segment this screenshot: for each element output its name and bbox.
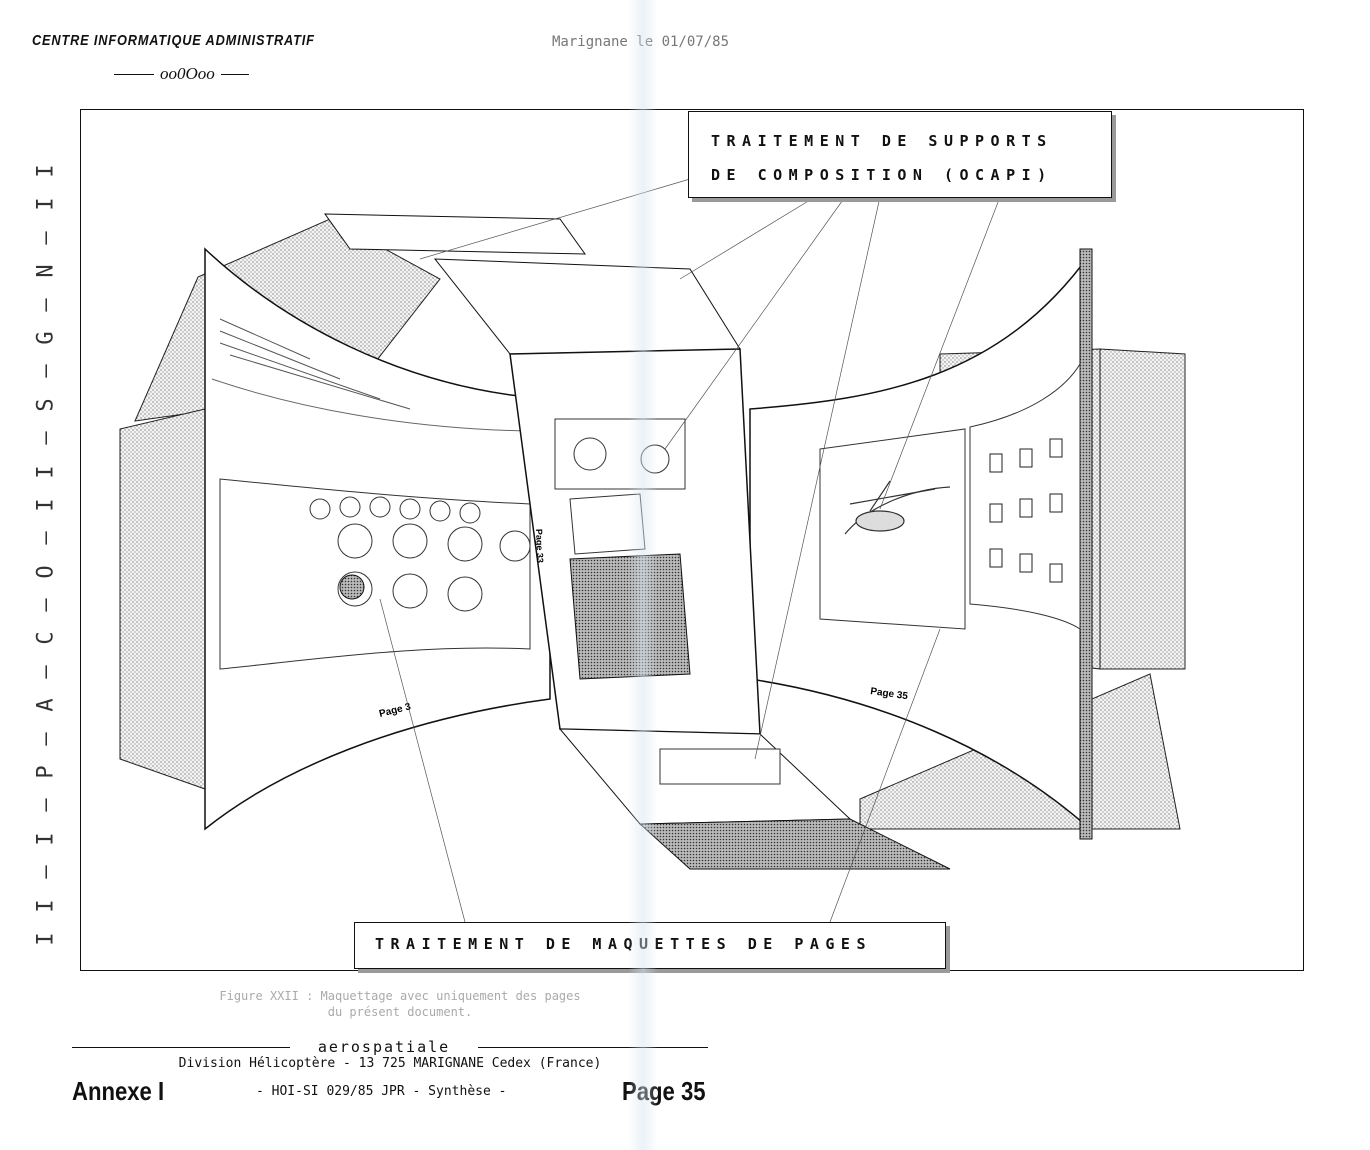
side-letter: –: [34, 431, 59, 445]
prism-upper-slant-face: [433, 258, 741, 355]
side-letter: I: [34, 498, 59, 512]
header-ornament: oo0Ooo: [114, 64, 249, 84]
side-letter: I: [34, 164, 59, 178]
side-letter: C: [34, 631, 59, 646]
footer-brand: aerospatiale: [317, 1038, 451, 1056]
document-reference: - HOI-SI 029/85 JPR - Synthèse -: [256, 1084, 507, 1099]
footer-rule-right: [478, 1047, 708, 1048]
figure-frame: [80, 109, 1304, 971]
prism-top-face: [324, 213, 586, 255]
prism-front-dark-image: [569, 553, 691, 680]
helicopter-drawing: [844, 480, 951, 535]
left-page-text-lines: [219, 318, 411, 410]
caption-line2: du présent document.: [327, 1005, 473, 1019]
right-page-edge: [1079, 248, 1093, 840]
ocapi-label-line2: DE COMPOSITION (OCAPI): [711, 166, 1053, 184]
side-letter: –: [34, 865, 59, 879]
side-letter: –: [34, 531, 59, 545]
side-letter: I: [34, 464, 59, 479]
side-letter: –: [34, 297, 59, 312]
side-letter: S: [34, 398, 59, 412]
side-letter: –: [34, 598, 59, 612]
side-letter: G: [34, 331, 59, 345]
flowchart-boxes: [989, 438, 1063, 583]
pages-label-text: TRAITEMENT DE MAQUETTES DE PAGES: [375, 935, 872, 953]
side-letter: I: [34, 832, 59, 846]
cockpit-gauges: [309, 496, 531, 612]
ornament-text: oo0Ooo: [160, 64, 215, 83]
prism-bottom-face: [638, 818, 951, 870]
side-letter: O: [34, 565, 59, 579]
pointer-lines-bottom: [379, 598, 941, 923]
side-letter: I: [34, 898, 59, 913]
backdrop-block-right-side: [1099, 348, 1186, 670]
ocapi-label-line1: TRAITEMENT DE SUPPORTS: [711, 132, 1053, 150]
side-letter: N: [34, 264, 59, 278]
ornament-rule-right: [220, 73, 249, 75]
organization-name: CENTRE INFORMATIQUE ADMINISTRATIF: [32, 32, 315, 49]
side-letter: –: [34, 665, 59, 679]
right-page-label: Page 35: [870, 686, 909, 702]
side-vertical-title: I I – N – G – S – I I – O – C – A – P – I – I I: [30, 160, 64, 950]
side-letter: –: [34, 364, 59, 378]
backdrop-block-left-lower: [119, 408, 206, 790]
side-letter: –: [34, 231, 59, 245]
side-letter: –: [34, 798, 59, 813]
ocapi-label-box: TRAITEMENT DE SUPPORTS DE COMPOSITION (O…: [688, 111, 1112, 198]
date-line: Marignane le 01/07/85: [552, 34, 730, 50]
side-letter: P: [34, 765, 59, 779]
caption-line1: Figure XXII : Maquettage avec uniquement…: [219, 989, 581, 1003]
side-letter: I: [34, 932, 59, 946]
left-page-cockpit-panel: [219, 478, 531, 670]
layout-illustration: Page 3 Page 35 Page 33: [119, 178, 1186, 923]
page-number: Page 35: [622, 1076, 706, 1106]
footer-rule-left: [72, 1047, 290, 1048]
side-letter: I: [34, 197, 59, 212]
figure-caption: Figure XXII : Maquettage avec uniquement…: [180, 988, 620, 1020]
ornament-rule-left: [114, 73, 154, 75]
footer-division: Division Hélicoptère - 13 725 MARIGNANE …: [178, 1056, 602, 1071]
prism-front-engine-image: [554, 418, 686, 490]
side-letter: –: [34, 732, 59, 746]
annex-title: Annexe I: [72, 1076, 165, 1106]
center-page-label: Page 33: [534, 529, 545, 563]
pages-label-box: TRAITEMENT DE MAQUETTES DE PAGES: [354, 922, 946, 969]
side-letter: A: [34, 698, 59, 712]
